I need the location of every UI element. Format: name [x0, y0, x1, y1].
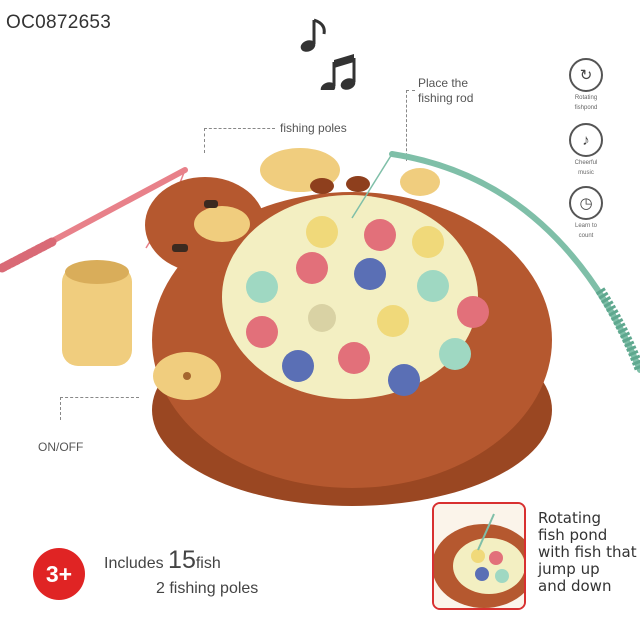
bear-snout — [194, 206, 250, 242]
feature-rotating-fishpond: ↻ Rotating fishpond — [566, 58, 606, 112]
clock-icon: ◷ — [569, 186, 603, 220]
onoff-callout-line — [60, 397, 139, 420]
rotating-pond-image — [434, 504, 524, 608]
place-rod-label: Place the fishing rod — [418, 76, 474, 105]
fish — [246, 316, 278, 348]
place-rod-callout-line — [406, 90, 415, 161]
fish — [417, 270, 449, 302]
fish — [412, 226, 444, 258]
rotate-icon: ↻ — [569, 58, 603, 92]
music-icon: ♪ — [569, 123, 603, 157]
fish — [457, 296, 489, 328]
fish — [388, 364, 420, 396]
fish-group — [246, 216, 489, 396]
fish — [377, 305, 409, 337]
teal-fishing-rod — [351, 151, 640, 373]
onoff-hole — [183, 372, 191, 380]
fish — [282, 350, 314, 382]
feature-learn-to-count: ◷ Learn to count — [566, 186, 606, 240]
rod-holder — [400, 168, 440, 196]
left-ear-cup-opening — [65, 260, 129, 284]
fishing-poles-callout-line — [204, 128, 275, 153]
rotating-pond-thumbnail — [432, 502, 526, 610]
fishing-poles-label: fishing poles — [280, 121, 347, 135]
fish — [364, 219, 396, 251]
includes-poles-text: 2 fishing poles — [156, 580, 259, 597]
fish — [338, 342, 370, 374]
includes-fish-text: Includes 15fish — [104, 546, 221, 574]
toy-button-2 — [346, 176, 370, 192]
age-badge: 3+ — [33, 548, 85, 600]
toy-button-1 — [310, 178, 334, 194]
onoff-label: ON/OFF — [38, 440, 84, 454]
left-ear-cup — [62, 266, 132, 366]
fish — [246, 271, 278, 303]
fish — [354, 258, 386, 290]
fish — [296, 252, 328, 284]
bear-eye-left — [204, 200, 218, 208]
fish — [306, 216, 338, 248]
rotating-pond-description: Rotating fish pond with fish that jump u… — [538, 509, 637, 595]
fish — [439, 338, 471, 370]
fishing-game-toy — [0, 148, 640, 506]
product-sku: OC0872653 — [6, 12, 112, 33]
bear-eye-right — [172, 244, 188, 252]
music-notes-icon — [300, 18, 356, 90]
feature-cheerful-music: ♪ Cheerful music — [566, 123, 606, 177]
pond-center-hub — [308, 304, 336, 332]
